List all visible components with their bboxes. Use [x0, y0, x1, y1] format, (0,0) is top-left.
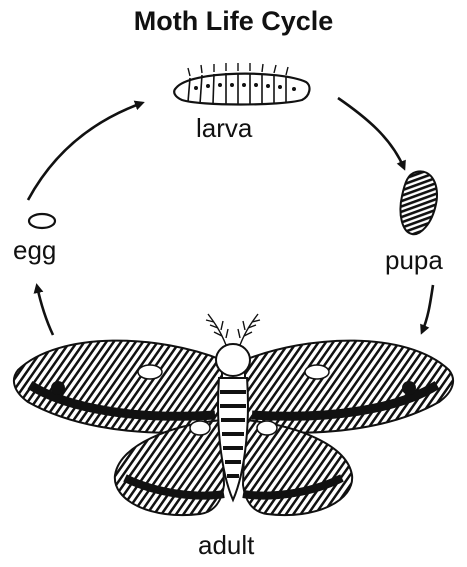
egg-illustration: [29, 214, 55, 228]
arrow-larva-to-pupa: [338, 98, 404, 168]
stage-label-egg: egg: [13, 235, 56, 266]
pupa-illustration: [400, 171, 437, 234]
arrow-adult-to-egg: [37, 286, 53, 335]
stage-label-pupa: pupa: [385, 245, 443, 276]
arrow-pupa-to-adult: [422, 285, 433, 332]
stage-label-adult: adult: [198, 530, 254, 561]
adult-moth-illustration: [14, 314, 453, 515]
larva-illustration: [174, 63, 309, 105]
arrow-egg-to-larva: [28, 103, 142, 200]
stage-label-larva: larva: [196, 113, 252, 144]
diagram-title: Moth Life Cycle: [0, 6, 467, 37]
